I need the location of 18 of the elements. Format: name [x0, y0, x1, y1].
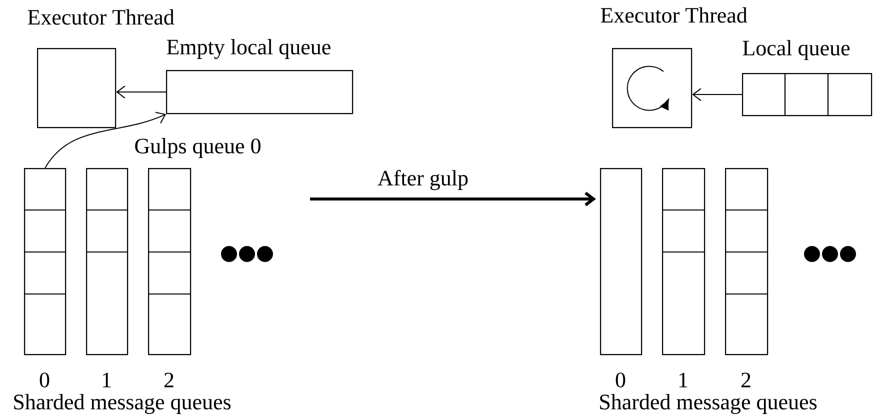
queue-number: 2: [741, 372, 750, 388]
queue-number: 1: [679, 372, 688, 388]
queue-number: 1: [102, 372, 111, 388]
arrow: [44, 112, 166, 168]
edge-label: After gulp: [376, 168, 470, 192]
queue-number: 0: [616, 372, 626, 388]
queue-number: 0: [40, 372, 50, 388]
box-heading: Local queue: [742, 40, 850, 60]
box-heading: Empty local queue: [166, 39, 330, 59]
arrow: [310, 192, 596, 206]
queue-number: 2: [164, 372, 174, 388]
caption: Sharded message queues: [600, 394, 817, 414]
box-heading: Executor Thread: [28, 9, 174, 25]
arrow: [692, 88, 742, 102]
box-heading: Executor Thread: [600, 7, 748, 23]
edge-label: Gulps queue 0: [133, 137, 262, 159]
arrow: [116, 86, 166, 99]
caption: Sharded message queues: [14, 394, 231, 414]
